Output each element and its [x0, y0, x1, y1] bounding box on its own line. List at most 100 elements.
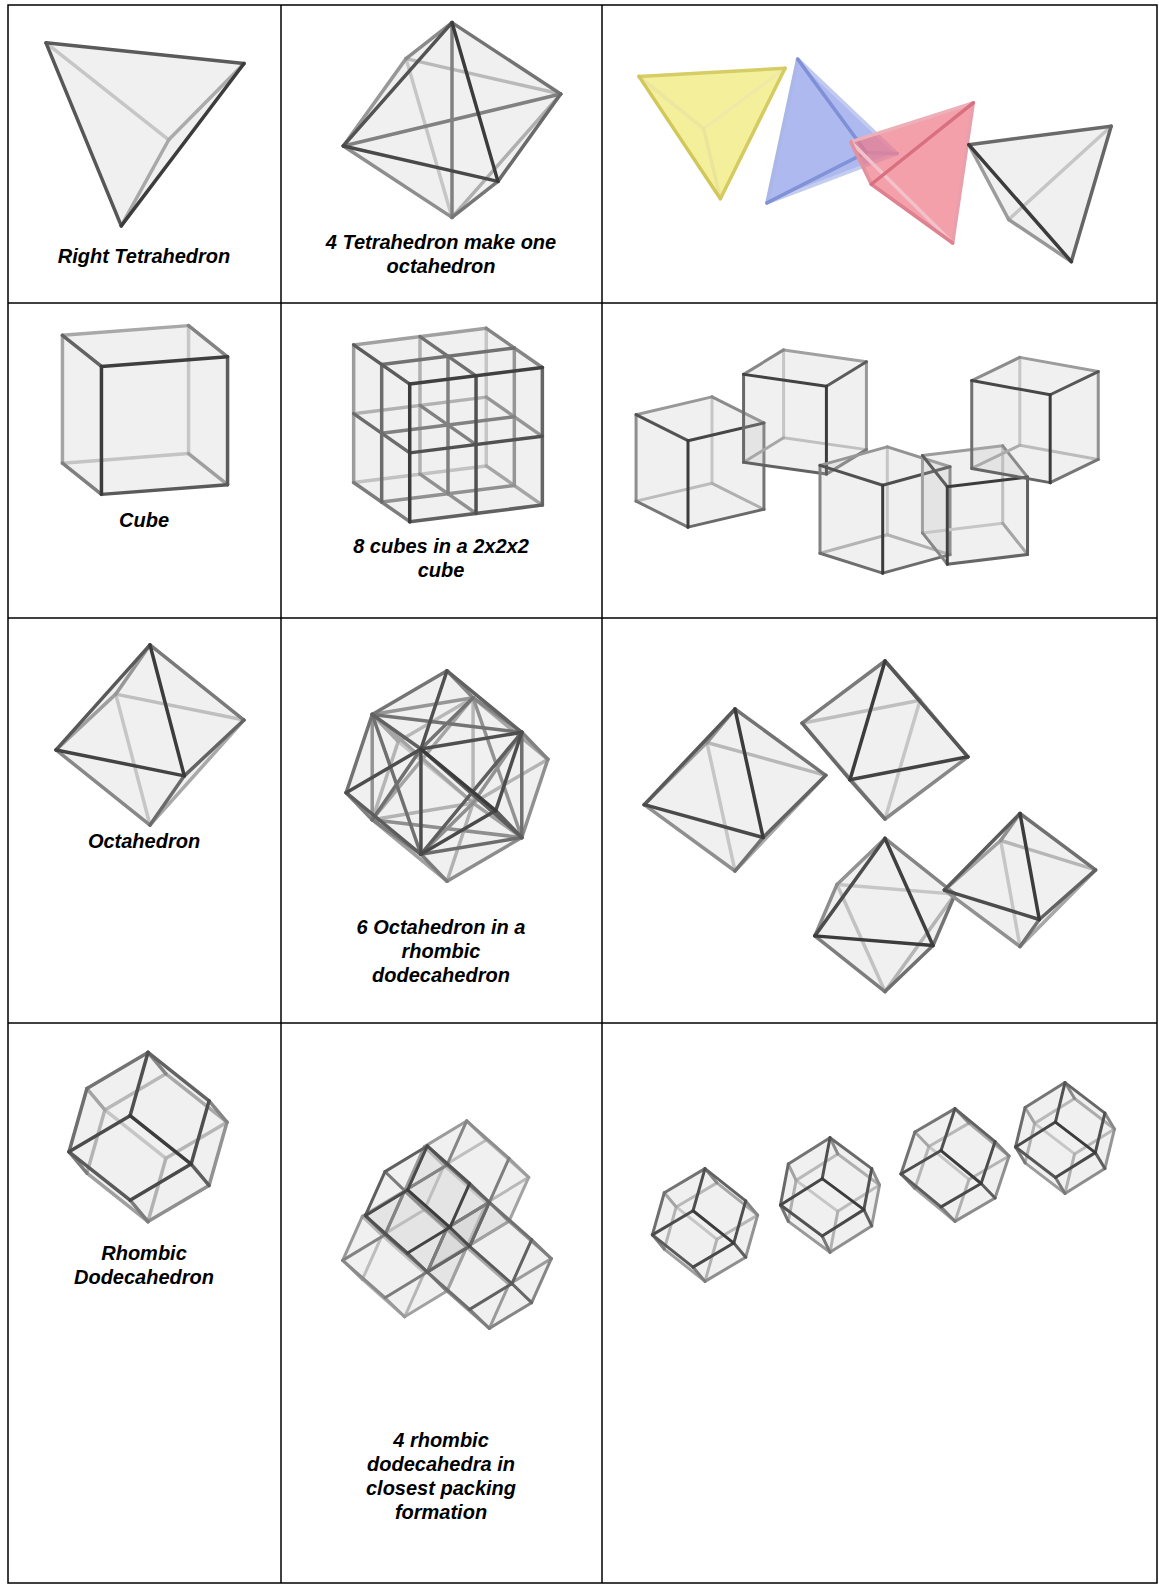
- edge-line: [420, 337, 476, 376]
- edge-line: [851, 103, 974, 142]
- edge-line: [512, 1284, 532, 1303]
- edge-line: [947, 554, 1027, 564]
- face-fill: [636, 415, 688, 527]
- edge-line: [850, 661, 885, 780]
- table-caption: Cube: [14, 508, 274, 532]
- edge-line: [1050, 372, 1098, 395]
- edge-line: [744, 374, 827, 386]
- edge-line: [644, 805, 763, 838]
- edge-line: [802, 723, 850, 780]
- edge-line: [169, 63, 244, 139]
- table-border: [8, 5, 1157, 1583]
- edge-line: [444, 1166, 486, 1203]
- edge-line: [944, 890, 1020, 946]
- edge-line: [972, 445, 1020, 468]
- edge-line: [405, 1165, 447, 1191]
- cube-chain: [972, 357, 1099, 482]
- edge-line: [822, 1236, 830, 1252]
- table-caption: Right Tetrahedron: [14, 244, 274, 268]
- edge-line: [354, 414, 410, 453]
- edge-line: [815, 936, 933, 946]
- edge-line: [830, 1138, 872, 1169]
- edge-line: [705, 1257, 746, 1281]
- edge-line: [947, 477, 1027, 487]
- edge-line: [871, 103, 973, 184]
- edge-line: [189, 454, 228, 485]
- face-fill: [850, 661, 968, 780]
- edge-line: [62, 335, 101, 366]
- edge-line: [901, 1174, 941, 1207]
- edge-line: [636, 483, 712, 501]
- edge-line: [408, 1190, 450, 1227]
- edge-line: [941, 1184, 981, 1207]
- edge-line: [1025, 1163, 1065, 1194]
- edge-line: [187, 326, 191, 454]
- edge-line: [818, 465, 821, 553]
- edge-line: [767, 59, 798, 203]
- edge-line: [825, 386, 828, 474]
- edge-line: [712, 483, 764, 509]
- rhombic-dodecahedron-chain: [1016, 1083, 1115, 1194]
- edge-line: [915, 1188, 955, 1221]
- edge-line: [470, 1246, 512, 1283]
- edge-line: [184, 720, 244, 776]
- edge-line: [872, 1169, 880, 1185]
- edge-line: [116, 694, 150, 825]
- column-rule: [601, 5, 603, 1583]
- edge-line: [1049, 395, 1052, 483]
- edge-line: [385, 1298, 405, 1317]
- edge-line: [346, 749, 421, 793]
- edge-line: [385, 1172, 405, 1191]
- edge-line: [405, 1191, 447, 1228]
- edge-line: [1025, 1107, 1035, 1123]
- edge-line: [780, 1205, 822, 1236]
- edge-line: [693, 1267, 705, 1281]
- edge-line: [815, 838, 885, 935]
- edge-line: [780, 1179, 822, 1205]
- edge-line: [509, 1158, 529, 1177]
- face-fill: [944, 814, 1039, 920]
- edge-line: [871, 184, 952, 243]
- table-caption: Octahedron: [14, 829, 274, 853]
- edge-line: [1065, 1083, 1105, 1114]
- edge-line: [408, 384, 412, 522]
- edge-line: [470, 1202, 490, 1246]
- edge-line: [87, 1173, 148, 1221]
- edge-line: [467, 1121, 509, 1158]
- edge-line: [372, 714, 421, 749]
- face-fill: [62, 335, 101, 494]
- table-caption: 8 cubes in a 2x2x2 cube: [334, 534, 549, 582]
- edge-line: [1071, 126, 1111, 261]
- face-fill: [820, 465, 883, 573]
- edge-line: [746, 1215, 758, 1257]
- edge-line: [444, 1140, 486, 1166]
- edge-line: [742, 374, 745, 462]
- edge-line: [883, 555, 950, 574]
- edge-line: [166, 1074, 227, 1122]
- octahedra-rhombic-dodecahedron: [346, 671, 548, 881]
- edge-line: [56, 645, 150, 750]
- edge-line: [639, 68, 785, 76]
- edge-line: [851, 142, 872, 184]
- edge-line: [1016, 1122, 1056, 1147]
- edge-line: [972, 468, 1050, 482]
- rhombic-dodecahedron-chain: [780, 1138, 879, 1253]
- face-fill: [410, 368, 543, 522]
- edge-line: [1105, 1113, 1115, 1129]
- tetrahedra-octahedron: [343, 23, 560, 218]
- column-rule: [280, 5, 282, 1583]
- edge-line: [421, 854, 447, 881]
- table-caption: Rhombic Dodecahedron: [44, 1241, 244, 1289]
- table-caption: 4 rhombic dodecahedra in closest packing…: [354, 1428, 529, 1524]
- edge-line: [372, 749, 421, 820]
- edge-line: [101, 357, 227, 367]
- edge-line: [46, 43, 121, 226]
- edge-line: [782, 350, 785, 438]
- face-fill: [343, 23, 498, 182]
- edge-line: [450, 1227, 470, 1246]
- edge-line: [532, 1259, 552, 1303]
- edge-line: [405, 1191, 447, 1228]
- edge-line: [872, 1185, 880, 1226]
- edge-line: [209, 1122, 227, 1185]
- edge-line: [864, 1210, 872, 1226]
